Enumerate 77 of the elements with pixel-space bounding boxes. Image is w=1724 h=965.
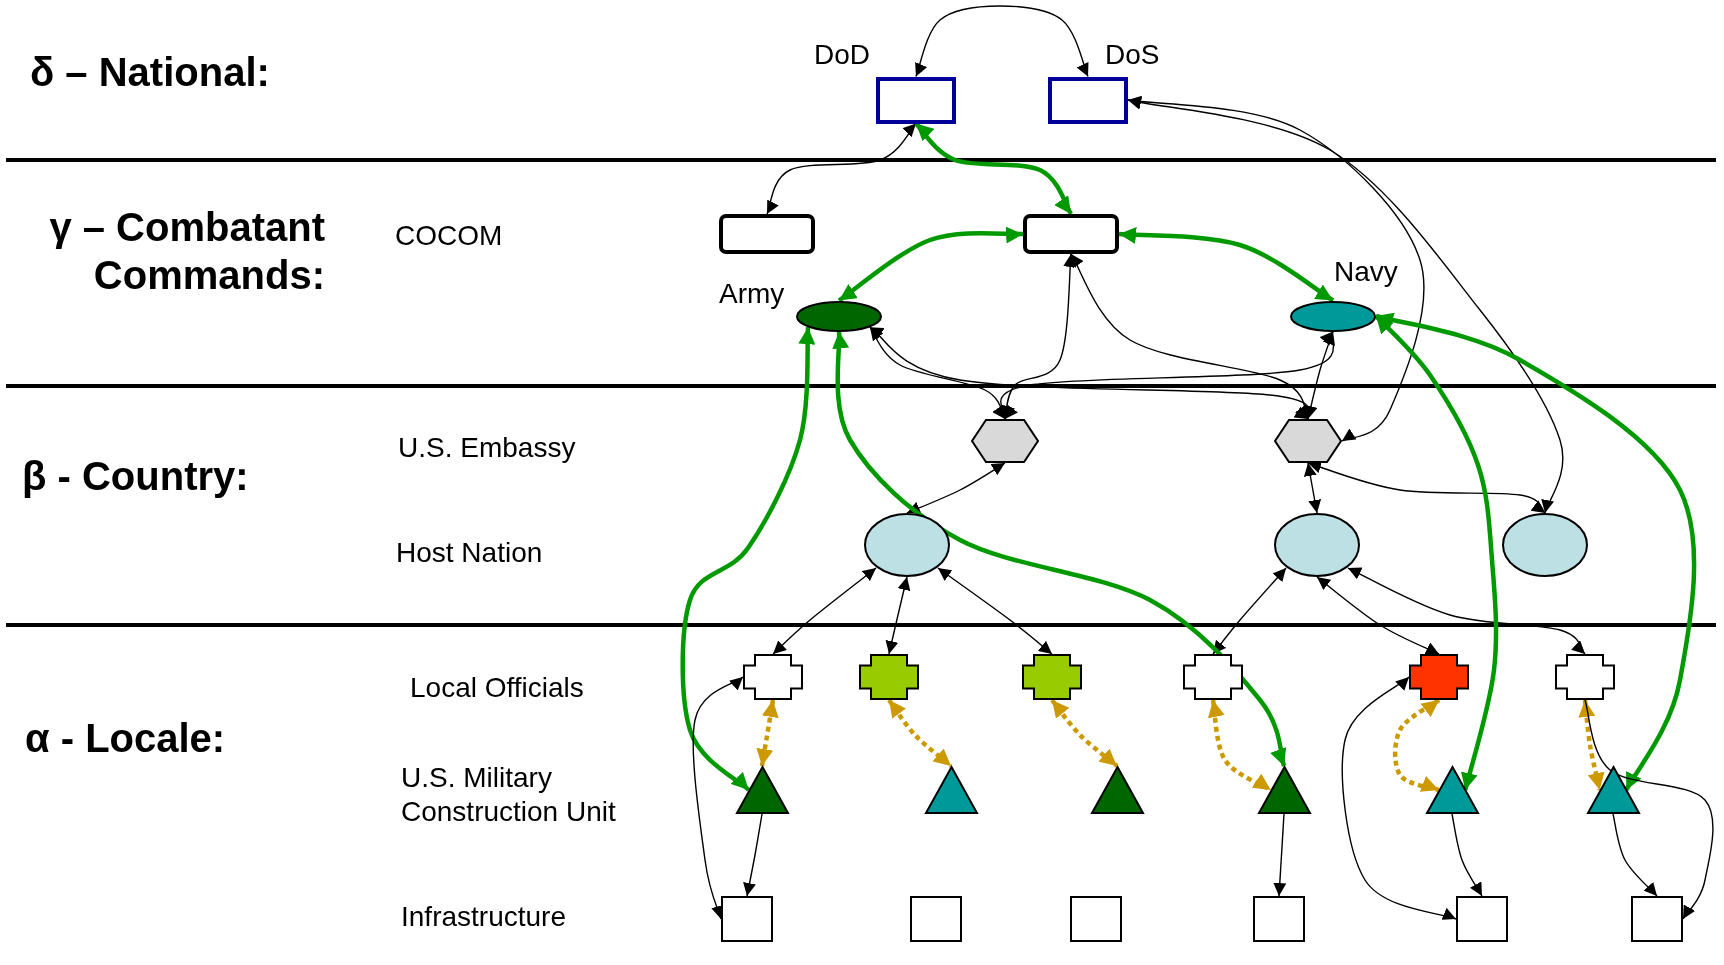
- hexagon-node: [1274, 419, 1342, 463]
- triangle-node: [924, 766, 978, 814]
- arrow: [906, 462, 1006, 514]
- arrow: [1578, 699, 1605, 791]
- level-heading: β - Country:: [22, 453, 249, 500]
- level-heading: δ – National:: [30, 49, 270, 96]
- box-node: [1631, 896, 1683, 942]
- ellipse-node: [864, 513, 950, 577]
- level-heading: γ – Combatant Commands:: [48, 204, 325, 299]
- cross-node: [1183, 654, 1243, 700]
- row-label: COCOM: [395, 219, 503, 253]
- arrow: [1273, 813, 1287, 897]
- row-label: Host Nation: [396, 536, 543, 570]
- triangle-node: [735, 766, 789, 814]
- arrow: [1341, 676, 1457, 921]
- box-node: [1023, 214, 1119, 254]
- arrow: [1584, 699, 1714, 920]
- row-label: U.S. Military Construction Unit: [401, 761, 617, 829]
- arrow: [1304, 330, 1335, 420]
- arrow: [772, 567, 877, 655]
- node-caption: DoD: [814, 38, 870, 72]
- triangle-node: [1586, 766, 1640, 814]
- triangle-node: [1090, 766, 1144, 814]
- arrow: [1207, 699, 1272, 792]
- arrow: [756, 699, 779, 767]
- arrow: [869, 326, 1310, 420]
- arrow: [887, 698, 953, 768]
- hexagon-node: [971, 419, 1039, 463]
- node-caption: Navy: [1334, 255, 1398, 289]
- node-caption: Army: [719, 277, 785, 311]
- arrow: [999, 330, 1335, 420]
- box-node: [1253, 896, 1305, 942]
- row-label: U.S. Embassy: [398, 431, 576, 465]
- arrow: [692, 676, 744, 920]
- cross-node: [1409, 654, 1469, 700]
- box-node: [910, 896, 962, 942]
- arrow: [743, 813, 763, 897]
- box-node: [1070, 896, 1122, 942]
- arrow: [1347, 567, 1586, 655]
- arrow: [837, 225, 1024, 303]
- ellipse-node: [1274, 513, 1360, 577]
- row-label: Local Officials: [410, 671, 584, 705]
- arrow: [1212, 567, 1287, 655]
- box-node: [1048, 76, 1128, 124]
- arrow: [1050, 698, 1119, 768]
- arrow: [869, 326, 1006, 420]
- ellipse-node: [796, 300, 882, 332]
- arrow: [914, 5, 1090, 78]
- arrow: [1375, 312, 1697, 792]
- triangle-node: [1425, 766, 1479, 814]
- triangle-node: [1257, 766, 1311, 814]
- ellipse-node: [1502, 513, 1588, 577]
- arrow: [1316, 576, 1440, 655]
- cross-node: [859, 654, 919, 700]
- box-node: [1456, 896, 1508, 942]
- cross-node: [1555, 654, 1615, 700]
- arrow: [765, 122, 917, 215]
- node-caption: DoS: [1105, 38, 1160, 72]
- arrow: [1127, 96, 1564, 514]
- box-node: [876, 76, 956, 124]
- arrow: [1392, 698, 1441, 793]
- row-label: Infrastructure: [401, 900, 566, 934]
- arrow: [1118, 226, 1335, 303]
- arrow: [1612, 813, 1658, 897]
- ellipse-node: [1290, 300, 1376, 332]
- arrow: [831, 331, 1288, 767]
- cross-node: [1022, 654, 1082, 700]
- arrow: [680, 327, 816, 792]
- arrow: [914, 121, 1073, 216]
- arrow: [1451, 813, 1483, 897]
- level-heading: α - Locale:: [25, 715, 226, 762]
- arrow: [937, 567, 1053, 655]
- arrow: [885, 576, 911, 655]
- cross-node: [743, 654, 803, 700]
- arrow: [1303, 462, 1322, 514]
- box-node: [719, 214, 815, 254]
- box-node: [721, 896, 773, 942]
